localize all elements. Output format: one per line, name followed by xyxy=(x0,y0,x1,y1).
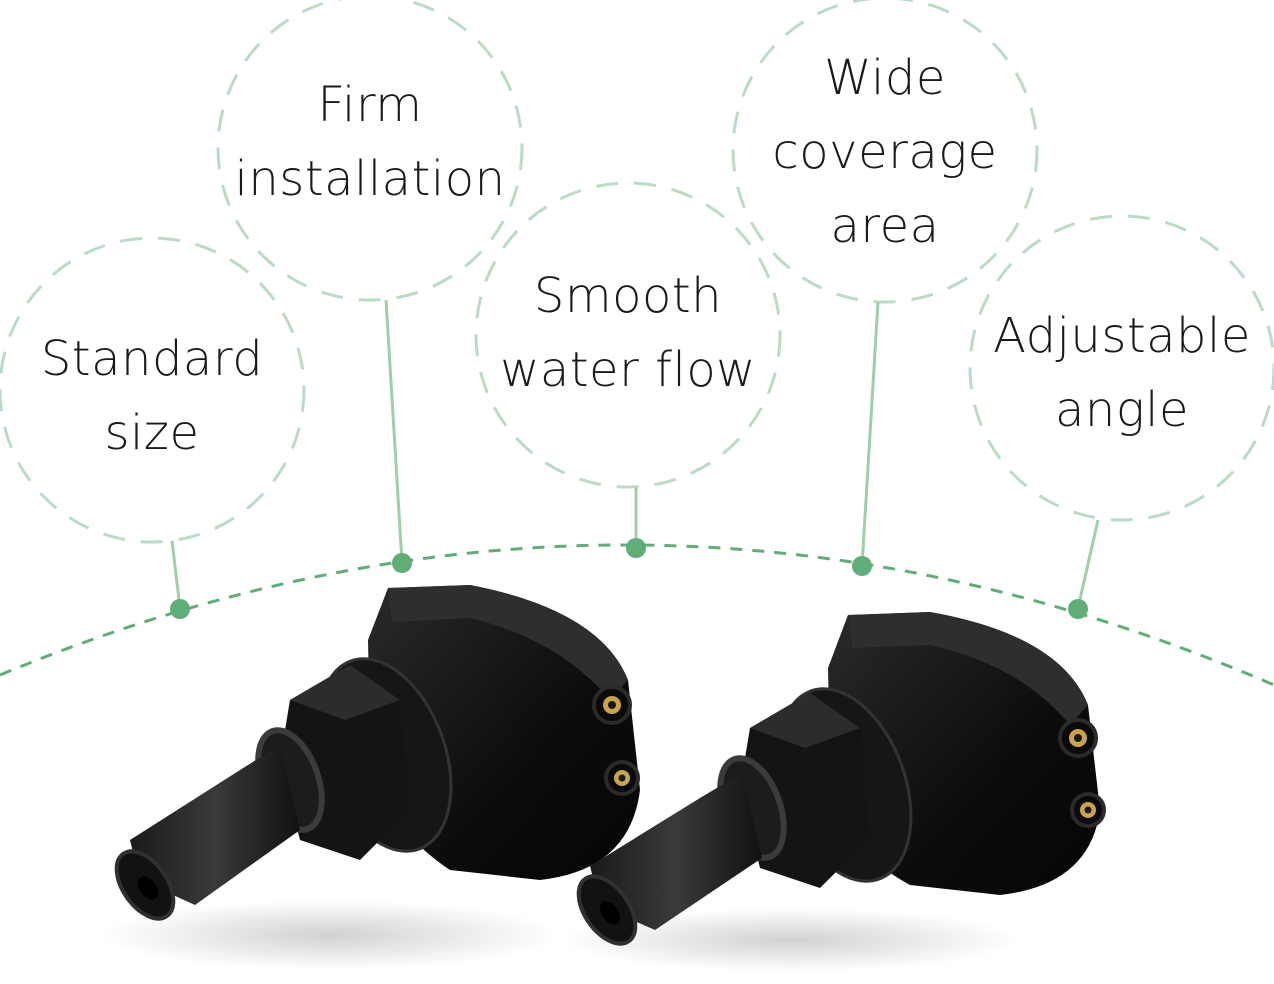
label-line: Standard xyxy=(40,331,264,387)
label-line: size xyxy=(104,405,200,461)
connector-standard-size xyxy=(170,540,182,609)
marker-dot xyxy=(1068,599,1088,619)
feature-label-smooth-water-flow: Smooth water flow xyxy=(478,259,778,407)
connector-adjustable-angle xyxy=(1076,519,1100,609)
label-line: Firm xyxy=(317,77,423,133)
label-line: angle xyxy=(1054,382,1189,438)
marker-dot xyxy=(392,553,412,573)
feature-circle-smooth-water-flow xyxy=(474,181,782,489)
label-line: Smooth xyxy=(533,268,723,324)
feature-circle-wide-coverage-area xyxy=(731,0,1039,304)
feature-label-adjustable-angle: Adjustable angle xyxy=(972,299,1272,447)
label-line: coverage xyxy=(772,124,998,180)
feature-label-firm-installation: Firm installation xyxy=(220,68,520,216)
marker-dot xyxy=(852,556,872,576)
feature-circle-adjustable-angle xyxy=(968,214,1274,522)
label-line: installation xyxy=(234,151,506,207)
label-line: Adjustable xyxy=(993,308,1251,364)
label-line: water flow xyxy=(500,342,756,398)
marker-dot xyxy=(626,538,646,558)
marker-dot xyxy=(170,599,190,619)
feature-label-wide-coverage-area: Wide coverage area xyxy=(735,41,1035,263)
label-line: area xyxy=(830,198,940,254)
connector-firm-installation xyxy=(384,299,404,563)
feature-circle-firm-installation xyxy=(216,0,524,302)
label-line: Wide xyxy=(824,50,946,106)
washer-nozzle-left xyxy=(100,585,640,970)
feature-circle-standard-size xyxy=(0,236,306,544)
feature-label-standard-size: Standard size xyxy=(2,322,302,470)
connector-wide-coverage-area xyxy=(860,301,880,567)
washer-nozzle-right xyxy=(560,612,1106,972)
